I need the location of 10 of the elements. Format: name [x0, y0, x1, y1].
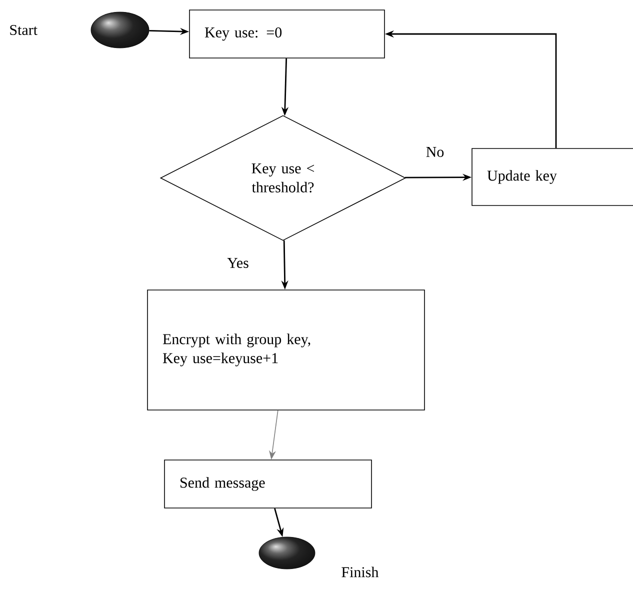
- terminal-label: Start: [10, 24, 38, 36]
- terminal-ellipse: [90, 12, 150, 48]
- terminal-ellipse: [258, 536, 316, 570]
- process-box: Send message: [164, 460, 372, 508]
- edge-label: Yes: [226, 257, 250, 269]
- process-box: Update key: [472, 148, 633, 206]
- process-box: Encrypt with group key, Key use=keyuse+1: [147, 290, 425, 410]
- terminal-label: Finish: [342, 566, 378, 578]
- edge-label: No: [424, 146, 446, 158]
- process-box: Key use: =0: [189, 10, 385, 58]
